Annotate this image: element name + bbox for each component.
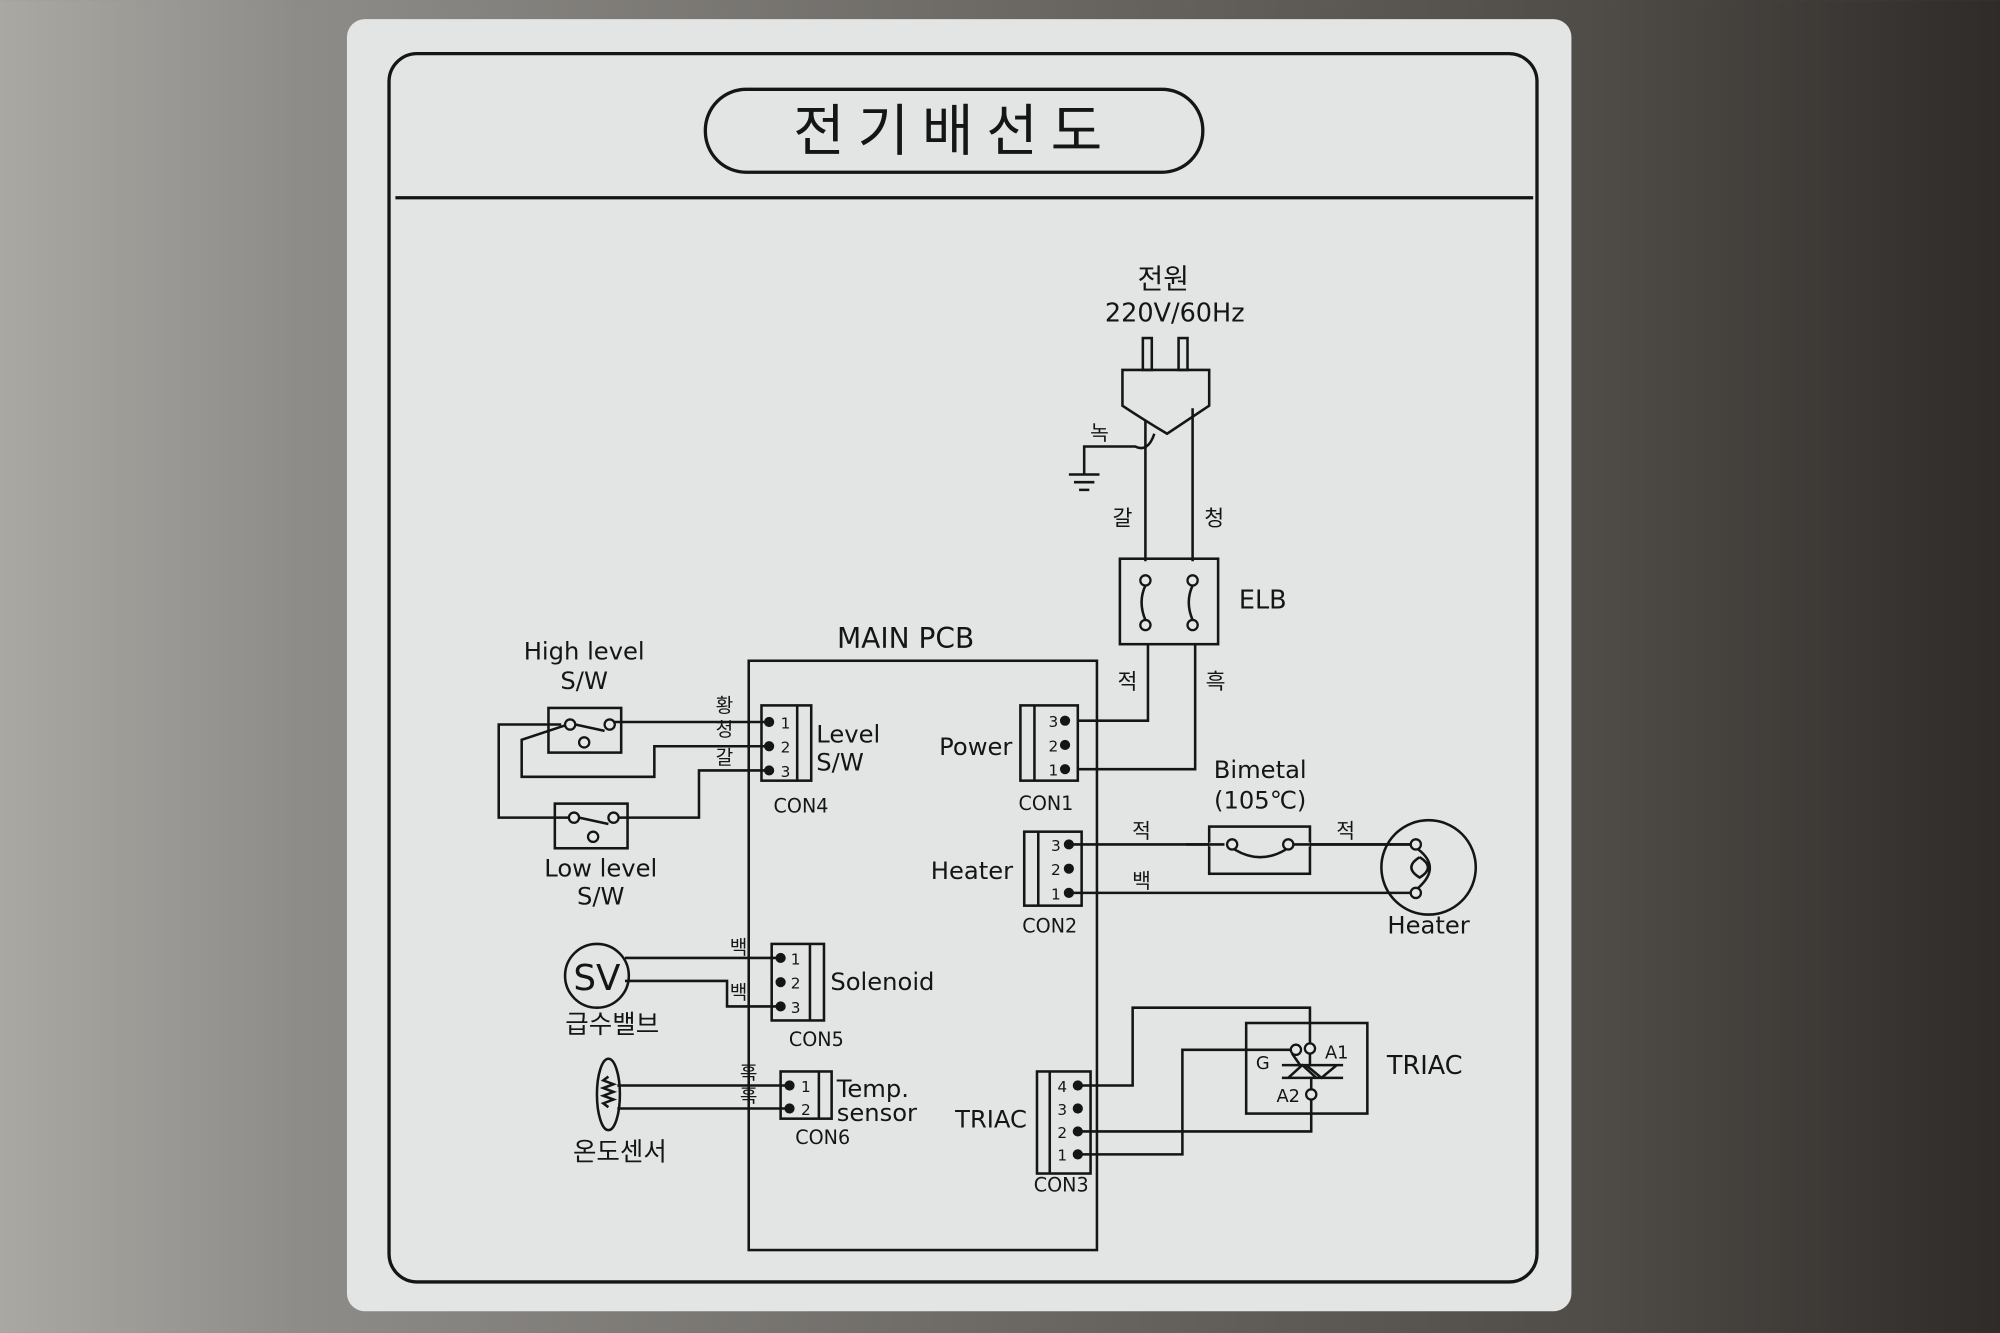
power-wire-right-color: 청 bbox=[1204, 507, 1224, 532]
con5-connector: 1 2 3 Solenoid CON5 백 백 bbox=[730, 936, 935, 1051]
con4-label-line1: Level bbox=[816, 720, 880, 748]
pin-label: 2 bbox=[1057, 1124, 1067, 1142]
con2-name: CON2 bbox=[1022, 914, 1077, 937]
low-level-label: Low level bbox=[544, 854, 657, 882]
con4-name: CON4 bbox=[774, 795, 829, 818]
con1-name: CON1 bbox=[1018, 792, 1073, 815]
con5-name: CON5 bbox=[789, 1028, 844, 1051]
elb-breaker: ELB 적 흑 bbox=[1077, 557, 1287, 771]
resistor-icon bbox=[599, 1075, 618, 1109]
triac-label: TRIAC bbox=[1386, 1051, 1463, 1081]
con6-name: CON6 bbox=[795, 1126, 850, 1149]
heater-coil-icon bbox=[1410, 848, 1432, 889]
con3-connector: 4 3 2 1 TRIAC CON3 bbox=[954, 1070, 1092, 1196]
con5-label: Solenoid bbox=[830, 968, 934, 996]
pin-label: 1 bbox=[791, 950, 801, 968]
triac-component: G A1 A2 TRIAC bbox=[1244, 1021, 1463, 1115]
power-wire-left-color: 갈 bbox=[1112, 507, 1132, 532]
con4-connector: 1 2 3 Level S/W CON4 황 청 갈 bbox=[716, 694, 881, 818]
pin-label: 3 bbox=[1057, 1101, 1067, 1119]
con6-connector: 1 2 Temp. sensor CON6 흑 흑 bbox=[740, 1061, 917, 1149]
heater-return-wire-color: 백 bbox=[1132, 869, 1151, 893]
triac-gate-label: G bbox=[1256, 1053, 1270, 1074]
high-level-label: High level bbox=[524, 637, 645, 665]
main-pcb-label: MAIN PCB bbox=[837, 622, 974, 655]
pin-label: 1 bbox=[1051, 885, 1061, 903]
bimetal-wire-in-color: 적 bbox=[1132, 819, 1151, 843]
heater-label: Heater bbox=[1387, 912, 1469, 940]
triac-a2-label: A2 bbox=[1276, 1086, 1300, 1107]
power-label: 전원 bbox=[1137, 262, 1189, 295]
bimetal-wire-out-color: 적 bbox=[1336, 819, 1355, 843]
wire-color-label: 황 bbox=[716, 694, 734, 717]
label-sticker bbox=[346, 19, 1572, 1312]
heater-element: Heater bbox=[1380, 818, 1478, 940]
con4-label-line2: S/W bbox=[816, 748, 864, 776]
triac-symbol-icon bbox=[1281, 1052, 1344, 1090]
label-border bbox=[387, 51, 1539, 1284]
temp-sensor-label: 온도센서 bbox=[573, 1138, 667, 1168]
power-spec: 220V/60Hz bbox=[1105, 298, 1245, 328]
pin-label: 2 bbox=[781, 739, 791, 757]
pin-label: 4 bbox=[1057, 1078, 1067, 1096]
high-level-switch: High level S/W bbox=[524, 637, 645, 754]
wire-color-label: 백 bbox=[730, 936, 748, 959]
power-source: 전원 220V/60Hz 녹 갈 청 bbox=[1068, 262, 1245, 562]
title-frame bbox=[703, 87, 1205, 174]
low-level-switch: Low level S/W bbox=[544, 802, 657, 910]
bimetal-thermostat: Bimetal (105℃) 적 적 백 bbox=[1132, 756, 1414, 893]
pin-label: 2 bbox=[1048, 737, 1058, 755]
con3-name: CON3 bbox=[1034, 1173, 1089, 1196]
con6-label-line2: sensor bbox=[837, 1099, 917, 1127]
pin-label: 3 bbox=[791, 999, 801, 1017]
solenoid-valve: SV 급수밸브 bbox=[563, 942, 659, 1040]
diagram-title: 전기배선도 bbox=[793, 100, 1115, 165]
elb-label: ELB bbox=[1239, 585, 1287, 615]
pin-label: 3 bbox=[781, 763, 791, 781]
wire-color-label: 흑 bbox=[740, 1084, 758, 1107]
pin-label: 2 bbox=[1051, 861, 1061, 879]
plug-icon bbox=[1121, 336, 1211, 436]
low-level-sw-label: S/W bbox=[577, 882, 625, 910]
wire-color-label: 흑 bbox=[740, 1061, 758, 1084]
triac-a1-label: A1 bbox=[1325, 1043, 1349, 1064]
elb-wire-right-color: 흑 bbox=[1206, 670, 1226, 695]
main-pcb-board bbox=[747, 659, 1099, 1252]
ground-icon bbox=[1068, 473, 1100, 492]
wire-color-label: 백 bbox=[730, 981, 748, 1004]
wire-color-label: 청 bbox=[716, 718, 734, 741]
pin-label: 2 bbox=[791, 975, 801, 993]
con3-label: TRIAC bbox=[954, 1106, 1027, 1134]
pin-label: 1 bbox=[781, 714, 791, 732]
pin-label: 3 bbox=[1051, 837, 1061, 855]
sv-symbol: SV bbox=[573, 958, 621, 999]
high-level-sw-label: S/W bbox=[560, 667, 608, 695]
pin-label: 1 bbox=[801, 1078, 811, 1096]
bimetal-temp: (105℃) bbox=[1214, 787, 1306, 815]
pin-label: 3 bbox=[1048, 713, 1058, 731]
pin-label: 1 bbox=[1048, 762, 1058, 780]
temp-sensor: 온도센서 bbox=[573, 1057, 667, 1168]
ground-wire-color: 녹 bbox=[1090, 421, 1109, 445]
wire-color-label: 갈 bbox=[716, 746, 734, 769]
con2-connector: 3 2 1 Heater CON2 bbox=[931, 830, 1083, 937]
pin-label: 1 bbox=[1057, 1147, 1067, 1165]
con2-label: Heater bbox=[931, 857, 1013, 885]
pin-label: 2 bbox=[801, 1101, 811, 1119]
con6-label-line1: Temp. bbox=[836, 1075, 909, 1103]
bimetal-label: Bimetal bbox=[1214, 756, 1307, 784]
elb-wire-left-color: 적 bbox=[1118, 670, 1138, 695]
con1-connector: 3 2 1 Power CON1 bbox=[939, 704, 1080, 815]
con1-label: Power bbox=[939, 733, 1012, 761]
solenoid-valve-label: 급수밸브 bbox=[565, 1010, 659, 1040]
